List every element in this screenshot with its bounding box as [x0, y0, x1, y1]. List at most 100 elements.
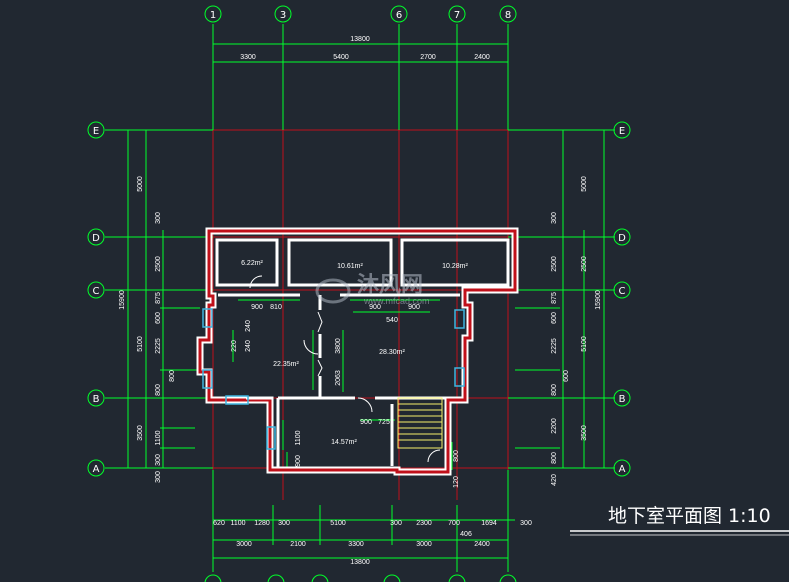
dims-right: 15900 5000 2500 5100 3500 2500 2225 2200… — [551, 176, 602, 486]
interior-dim: 900 — [295, 455, 302, 467]
room-area-label: 10.61m² — [337, 263, 363, 270]
dim-right-outer: 2500 — [581, 256, 588, 272]
dim-bottom-detail: 700 — [448, 520, 460, 527]
dim-bottom-seg: 3300 — [348, 541, 364, 548]
dim-left-inner: 875 — [155, 292, 162, 304]
dim-bottom-detail: 1280 — [254, 520, 270, 527]
room-area-label: 6.22m² — [241, 260, 263, 267]
dim-left-inner: 600 — [155, 312, 162, 324]
axis-bubbles-bottom — [204, 574, 517, 582]
dim-bottom-total: 13800 — [350, 559, 370, 566]
dim-bottom-detail: 300 — [278, 520, 290, 527]
interior-dim: 800 — [453, 450, 460, 462]
dim-left-mid: 2225 — [155, 338, 162, 354]
dim-bottom-seg: 2100 — [290, 541, 306, 548]
axis-label-right-C: C — [619, 286, 626, 297]
dim-left-inner: 300 — [155, 212, 162, 224]
dim-left-outer: 5000 — [137, 176, 144, 192]
axis-label-right-D: D — [618, 233, 626, 244]
axis-label-left-E: E — [93, 126, 99, 137]
interior-dim: 1100 — [295, 430, 302, 445]
room-storage-middle — [287, 238, 393, 287]
door-swing-1 — [249, 275, 263, 289]
window-bottom-2 — [266, 426, 276, 450]
room-small-storage — [215, 238, 279, 287]
dim-right-inner: 600 — [551, 312, 558, 324]
window-left-2 — [202, 369, 213, 389]
axis-bubbles-top: 1 3 6 7 8 — [204, 5, 517, 23]
dim-right-inner: 875 — [551, 292, 558, 304]
axis-label-top-7: 7 — [454, 10, 460, 21]
axis-label-top-6: 6 — [396, 10, 402, 21]
dim-right-outer: 3500 — [581, 425, 588, 441]
drawing-title: 地下室平面图 1:10 — [608, 505, 771, 527]
windows — [202, 308, 465, 450]
room-area-label: 14.57m² — [331, 439, 357, 446]
dim-top-seg: 2400 — [474, 54, 490, 61]
dim-left-mid: 2500 — [155, 256, 162, 272]
interior-dim: 540 — [386, 317, 398, 324]
interior-dim: 725 — [378, 419, 390, 426]
axis-bubbles-left: E D C B A — [87, 121, 105, 477]
dim-bottom-detail: 1100 — [230, 520, 245, 527]
interior-dim: 900 — [408, 304, 420, 311]
interior-dim: 900 — [369, 304, 381, 311]
axis-label-left-B: B — [93, 394, 100, 405]
dim-left-inner: 800 — [155, 384, 162, 396]
door-swing-4 — [427, 449, 441, 463]
axis-bubbles-right: E D C B A — [613, 121, 631, 477]
window-left-1 — [202, 308, 213, 328]
dim-top-seg: 5400 — [333, 54, 349, 61]
axis-label-top-3: 3 — [280, 10, 286, 21]
axis-label-top-8: 8 — [505, 10, 511, 21]
dim-right-inner: 800 — [551, 452, 558, 464]
dim-bottom-seg: 3000 — [416, 541, 432, 548]
interior-dim: 3800 — [335, 338, 342, 354]
window-right-1 — [454, 309, 465, 329]
dim-bottom-seg: 2400 — [474, 541, 490, 548]
door-swing-2 — [303, 339, 319, 355]
doors — [249, 275, 441, 463]
room-area-label: 22.35m² — [273, 361, 299, 368]
dim-bottom-detail: 2300 — [416, 520, 432, 527]
dim-left-inner: 300 — [155, 471, 162, 483]
dim-left-inner: 300 — [155, 454, 162, 466]
dim-bottom-detail: 5100 — [330, 520, 346, 527]
dim-right-mid: 2225 — [551, 338, 558, 354]
dim-right-outer: 5100 — [581, 336, 588, 352]
dim-left-extra: 800 — [169, 370, 176, 382]
dim-bottom-detail: 1694 — [481, 520, 497, 527]
dim-right-inner: 600 — [563, 370, 570, 382]
interior-dim: 240 — [245, 340, 252, 352]
dim-left-outer: 5100 — [137, 336, 144, 352]
drawing-title-block: 地下室平面图 1:10 — [570, 505, 789, 536]
dim-left-mid: 1100 — [155, 430, 162, 445]
interior-dim: 900 — [360, 419, 372, 426]
axis-label-left-D: D — [92, 233, 100, 244]
room-storage-right — [400, 238, 510, 287]
interior-dim: 810 — [270, 304, 282, 311]
dim-top-seg: 2700 — [420, 54, 436, 61]
staircase — [397, 397, 443, 449]
axis-label-left-A: A — [93, 464, 100, 475]
dim-right-inner: 800 — [551, 384, 558, 396]
dim-bottom-detail: 620 — [213, 520, 225, 527]
dim-right-total: 15900 — [595, 290, 602, 310]
dim-bottom-detail: 300 — [390, 520, 402, 527]
axis-label-top-1: 1 — [210, 10, 216, 21]
interior-dim: 240 — [245, 320, 252, 332]
door-swing-3 — [357, 397, 373, 413]
dim-right-inner: 300 — [551, 212, 558, 224]
walls — [196, 227, 519, 476]
dim-bottom-seg: 3000 — [236, 541, 252, 548]
dims-left: 15900 5000 5100 3500 2500 2225 1100 300 … — [119, 176, 176, 483]
dim-left-outer: 3500 — [137, 425, 144, 441]
room-area-label: 10.28m² — [442, 263, 468, 270]
dim-top-total: 13800 — [350, 36, 370, 43]
interior-dim: 2063 — [335, 370, 342, 386]
dim-right-inner: 420 — [551, 474, 558, 486]
window-right-2 — [454, 367, 465, 387]
dim-top-seg: 3300 — [240, 54, 256, 61]
dim-bottom-detail: 300 — [520, 520, 532, 527]
